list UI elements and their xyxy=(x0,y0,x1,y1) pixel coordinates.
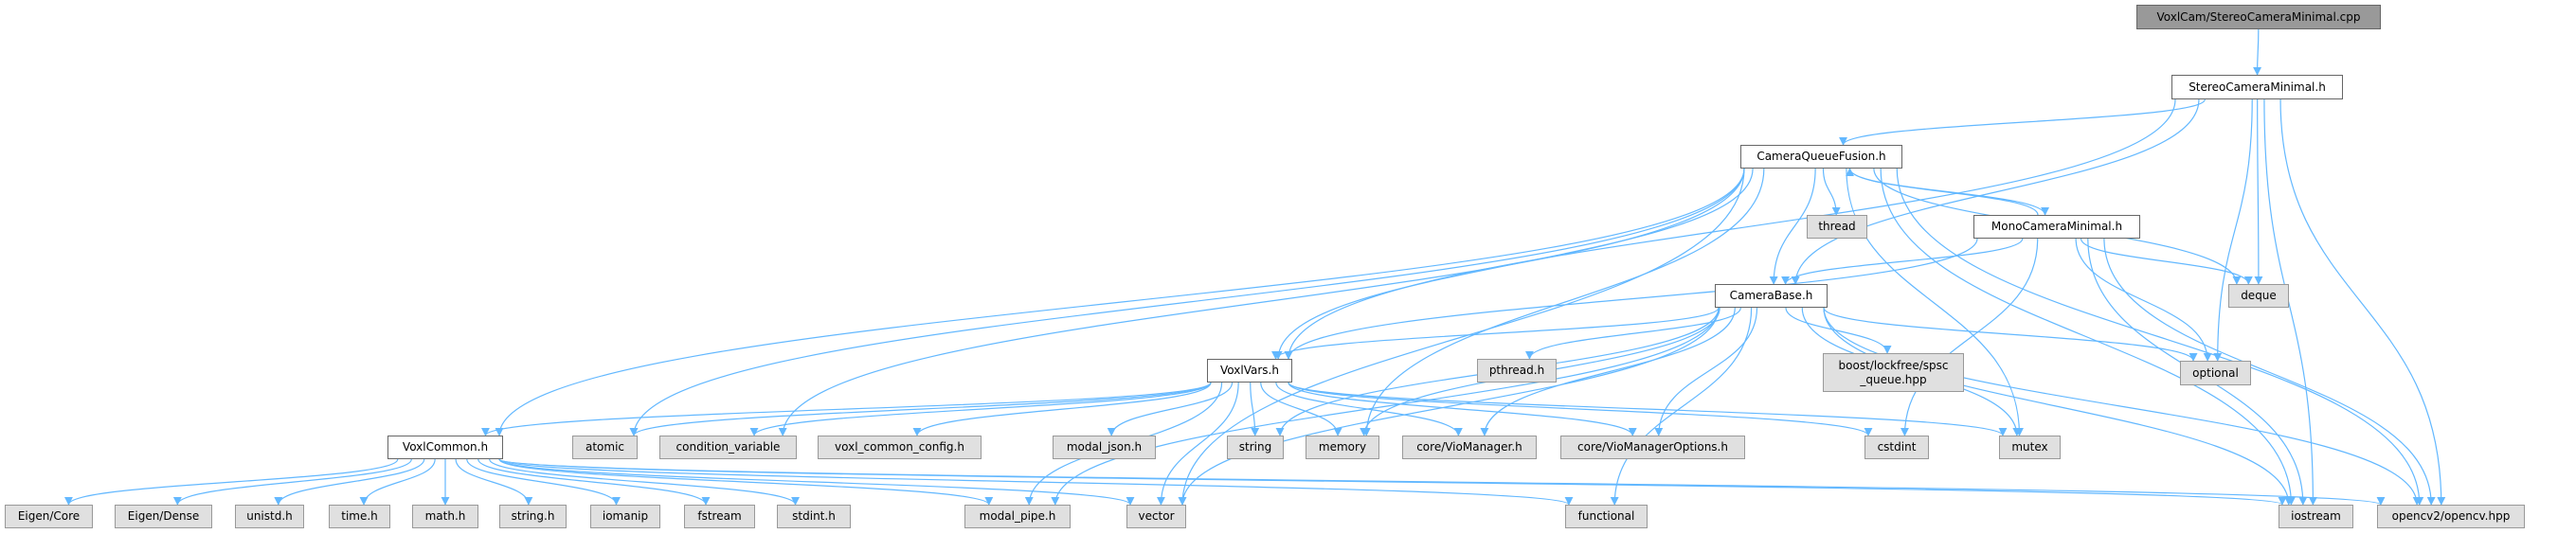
edge-cpp-to-stereo xyxy=(2253,28,2262,76)
edge-mono-to-voxlvars xyxy=(1284,238,1978,360)
edge-voxlvars-to-condvar xyxy=(749,382,1212,436)
node-thread: thread xyxy=(1807,215,1867,239)
node-viomgr: core/VioManager.h xyxy=(1402,436,1537,459)
node-vcc: voxl_common_config.h xyxy=(818,436,982,459)
node-optional: optional xyxy=(2180,361,2251,385)
edge-cqf-to-mutex xyxy=(1846,168,2024,436)
node-stringh: string.h xyxy=(499,505,567,528)
edge-stereo-to-cqf xyxy=(1839,98,2206,146)
edge-voxlcommon-to-fstream xyxy=(477,458,711,506)
edge-mono-to-cqf xyxy=(1846,168,2039,216)
node-fstream: fstream xyxy=(684,505,755,528)
edge-voxlcommon-to-eigencore xyxy=(64,458,399,506)
edge-voxlvars-to-vcc xyxy=(912,382,1212,436)
edge-voxlvars-to-cstdint xyxy=(1288,382,1873,436)
node-voxlvars[interactable]: VoxlVars.h xyxy=(1207,359,1292,383)
edge-cqf-to-camerabase xyxy=(1769,168,1816,285)
edge-voxlvars-to-viomgropt xyxy=(1288,382,1637,436)
node-atomic: atomic xyxy=(572,436,638,459)
edge-camerabase-to-voxlvars xyxy=(1271,307,1720,360)
node-iomanip: iomanip xyxy=(590,505,660,528)
node-stereo[interactable]: StereoCameraMinimal.h xyxy=(2171,75,2343,99)
edge-camerabase-to-vector xyxy=(1178,307,1720,506)
node-mutex: mutex xyxy=(1999,436,2061,459)
node-memory: memory xyxy=(1306,436,1379,459)
edge-cqf-to-voxlcommon xyxy=(495,168,1745,436)
edge-stereo-to-optional xyxy=(2213,98,2253,362)
node-camerabase[interactable]: CameraBase.h xyxy=(1715,284,1828,308)
node-cpp[interactable]: VoxlCam/StereoCameraMinimal.cpp xyxy=(2136,5,2381,29)
node-deque: deque xyxy=(2228,284,2289,308)
edge-cqf-to-vector xyxy=(1178,168,1745,506)
node-mono[interactable]: MonoCameraMinimal.h xyxy=(1973,215,2140,239)
edge-camerabase-to-modal_pipe xyxy=(1051,307,1720,506)
edge-cqf-to-memory xyxy=(1361,168,1765,436)
edge-mono-to-cstdint xyxy=(1900,238,2039,436)
edge-voxlcommon-to-iostream xyxy=(498,458,2286,506)
node-cstdint: cstdint xyxy=(1864,436,1929,459)
edge-voxlcommon-to-time xyxy=(359,458,436,506)
edge-cqf-to-thread xyxy=(1822,168,1841,216)
node-pthread: pthread.h xyxy=(1477,359,1557,383)
edge-voxlvars-to-memory xyxy=(1260,382,1342,436)
edge-voxlcommon-to-modal_pipe xyxy=(498,458,994,506)
edge-stereo-to-camerabase xyxy=(1791,98,2200,285)
edge-cqf-to-iostream xyxy=(1880,168,2296,506)
edge-cqf-to-atomic xyxy=(629,168,1745,436)
edge-voxlcommon-to-stdint xyxy=(489,458,800,506)
node-functional: functional xyxy=(1565,505,1648,528)
edge-stereo-to-voxlvars xyxy=(1284,98,2176,360)
edge-voxlvars-to-mutex xyxy=(1288,382,2008,436)
node-viomgropt: core/VioManagerOptions.h xyxy=(1560,436,1745,459)
edge-voxlvars-to-string xyxy=(1250,382,1260,436)
node-eigendense: Eigen/Dense xyxy=(115,505,212,528)
node-vector: vector xyxy=(1126,505,1186,528)
node-time: time.h xyxy=(329,505,390,528)
edge-stereo-to-deque xyxy=(2254,98,2263,285)
edge-mono-to-camerabase xyxy=(1781,238,2024,285)
edge-mono-to-optional xyxy=(2075,238,2212,362)
edge-camerabase-to-viomgropt xyxy=(1654,307,1758,436)
node-voxlcommon[interactable]: VoxlCommon.h xyxy=(387,436,503,459)
node-eigencore: Eigen/Core xyxy=(5,505,93,528)
edge-voxlcommon-to-stringh xyxy=(455,458,533,506)
node-iostream: iostream xyxy=(2279,505,2353,528)
edge-voxlcommon-to-vector xyxy=(498,458,1135,506)
node-boost: boost/lockfree/spsc _queue.hpp xyxy=(1823,353,1964,392)
node-unistd: unistd.h xyxy=(235,505,304,528)
edge-cqf-to-opencv xyxy=(1896,168,2424,506)
edge-voxlcommon-to-opencv xyxy=(498,458,2385,506)
edge-camerabase-to-optional xyxy=(1823,307,2198,362)
edge-voxlcommon-to-functional xyxy=(498,458,1574,506)
edge-voxlvars-to-viomgr xyxy=(1275,382,1463,436)
edge-voxlvars-to-voxlcommon xyxy=(481,382,1212,436)
edge-stereo-to-opencv xyxy=(2279,98,2446,506)
edge-cqf-to-condvar xyxy=(778,168,1745,436)
node-string: string xyxy=(1227,436,1284,459)
edge-voxlvars-to-modal_json xyxy=(1107,382,1234,436)
node-stdint: stdint.h xyxy=(777,505,851,528)
edge-voxlvars-to-atomic xyxy=(629,382,1212,436)
edge-camerabase-to-opencv xyxy=(1823,307,2422,506)
node-opencv: opencv2/opencv.hpp xyxy=(2377,505,2525,528)
edge-camerabase-to-viomgr xyxy=(1480,307,1736,436)
node-cqf[interactable]: CameraQueueFusion.h xyxy=(1740,145,1902,169)
edge-camerabase-to-pthread xyxy=(1524,307,1741,360)
edge-camerabase-to-functional xyxy=(1610,307,1753,506)
node-modal-json: modal_json.h xyxy=(1053,436,1156,459)
edge-mono-to-opencv xyxy=(2103,238,2436,506)
node-math: math.h xyxy=(412,505,478,528)
edge-camerabase-to-iostream xyxy=(1823,307,2294,506)
edge-mono-to-deque xyxy=(2080,238,2253,285)
node-condvar: condition_variable xyxy=(659,436,797,459)
edge-voxlcommon-to-unistd xyxy=(274,458,425,506)
edge-voxlcommon-to-iomanip xyxy=(466,458,621,506)
edge-voxlcommon-to-eigendense xyxy=(172,458,412,506)
node-modal-pipe: modal_pipe.h xyxy=(964,505,1071,528)
